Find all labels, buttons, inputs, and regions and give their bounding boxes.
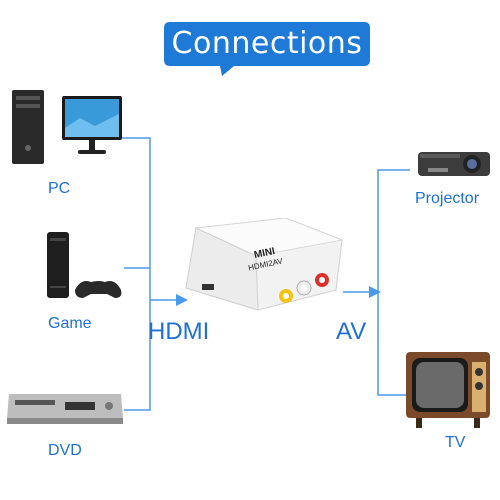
hdmi-label: HDMI (148, 318, 210, 345)
banner-title: Connections (171, 26, 363, 61)
projector-label: Projector (415, 190, 480, 207)
projector-icon (414, 146, 494, 185)
source-bracket-line (122, 137, 151, 411)
connections-banner: Connections (164, 22, 370, 76)
game-console-icon (45, 228, 125, 313)
dvd-player-icon (5, 388, 125, 433)
banner-shape (164, 22, 370, 76)
converter-box: MINI HDMI2AV (176, 217, 346, 338)
dvd-label: DVD (48, 442, 82, 459)
av-label: AV (336, 318, 367, 345)
pc-label: PC (48, 180, 71, 197)
tv-icon (404, 350, 494, 435)
tv-label: TV (445, 434, 466, 451)
output-bracket-line (377, 169, 410, 396)
game-label: Game (48, 315, 92, 332)
pc-icon (10, 88, 125, 173)
